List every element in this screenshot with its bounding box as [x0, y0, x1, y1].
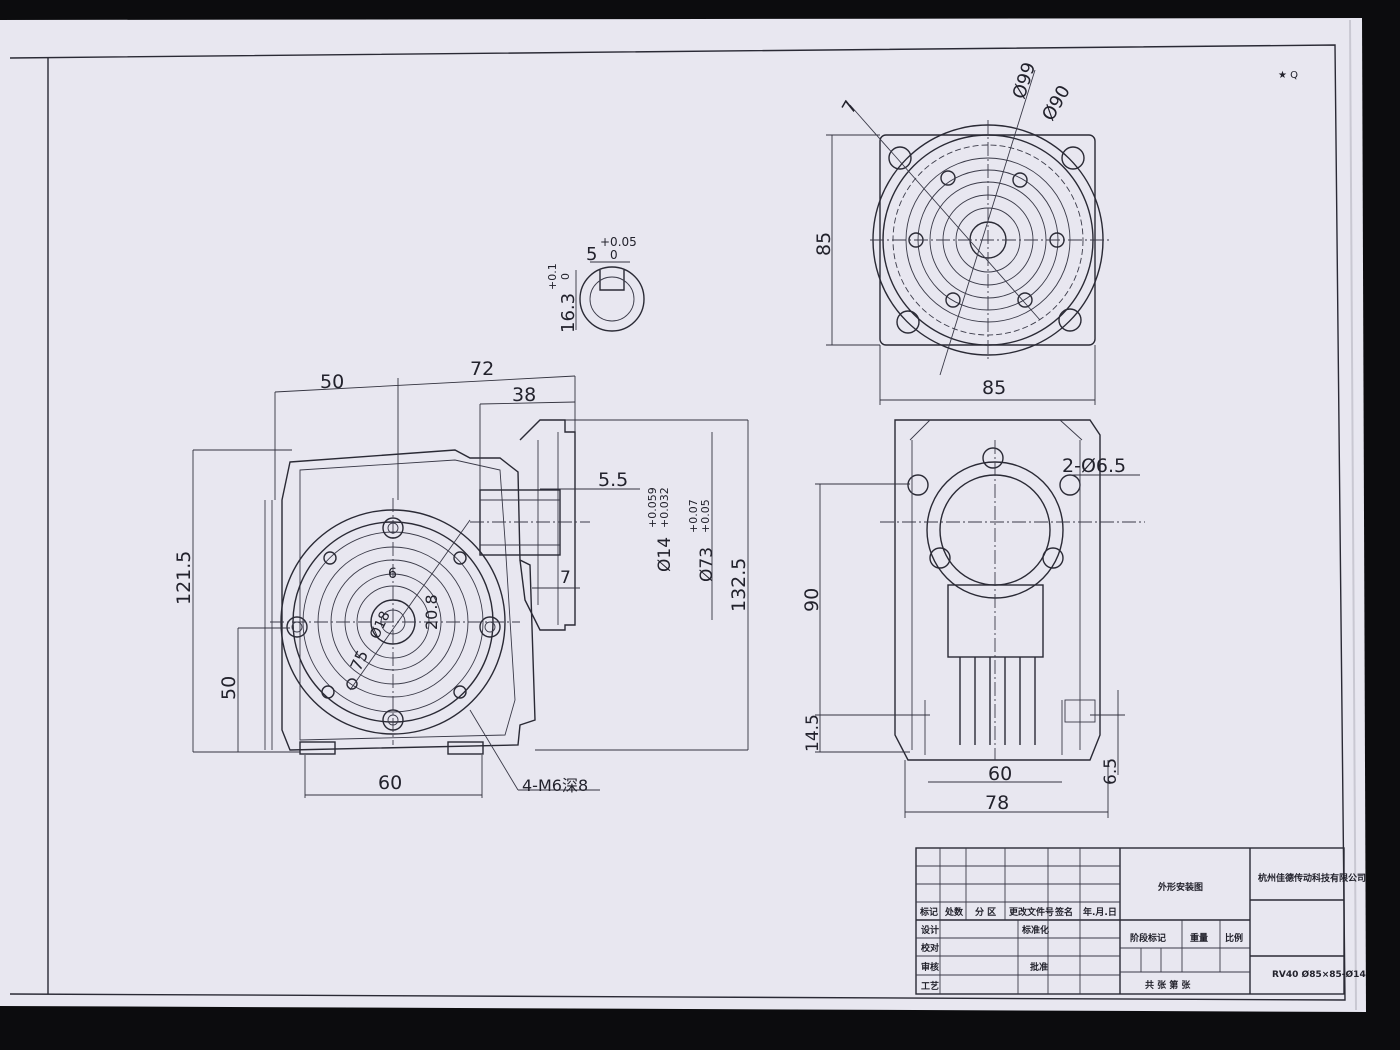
dim-20-8: 20.8 [422, 594, 441, 630]
title-sign-col: 签名 [1054, 906, 1073, 918]
flange-85-v: 85 [813, 232, 835, 256]
title-stage: 阶段标记 [1130, 932, 1166, 944]
side-14-5: 14.5 [803, 714, 823, 752]
side-90: 90 [801, 588, 823, 612]
title-model: RV40 Ø85×85-Ø14 [1272, 969, 1366, 980]
title-review: 审核 [921, 961, 939, 973]
title-process: 工艺 [921, 980, 939, 992]
title-check: 校对 [921, 942, 939, 954]
dim-50-left: 50 [218, 676, 240, 700]
dim-7-side: 7 [560, 568, 571, 588]
title-weight: 重量 [1190, 932, 1208, 944]
paper-sheet [0, 18, 1366, 1012]
title-sheets: 共 张 第 张 [1145, 979, 1191, 991]
front-view [264, 419, 590, 791]
side-view: 2-Ø6.5 90 14.5 6.5 60 78 [801, 419, 1145, 818]
dim-73-tol-up: +0.07 [687, 499, 700, 533]
title-approve: 批准 [1030, 961, 1048, 973]
dim-6: 6 [388, 566, 397, 582]
dim-5-5: 5.5 [598, 469, 628, 491]
dim-14-tol-lo: +0.032 [658, 487, 671, 528]
dim-132-5: 132.5 [728, 558, 750, 612]
flange-85-h: 85 [982, 377, 1006, 399]
title-block: 外形安装图 杭州佳德传动科技有限公司 RV40 Ø85×85-Ø14 标记 处数… [915, 847, 1366, 995]
dim-60-bottom: 60 [378, 772, 402, 794]
key-5-tol-lo: 0 [610, 248, 618, 262]
dim-38: 38 [512, 384, 536, 406]
title-zone-col: 分 区 [975, 906, 996, 918]
side-60: 60 [988, 763, 1012, 785]
dim-14: Ø14 [655, 537, 675, 572]
side-78: 78 [985, 792, 1009, 814]
key-5-tol-up: +0.05 [600, 235, 637, 249]
keyway-detail: 5 +0.05 0 16.3 +0.1 0 [546, 235, 645, 333]
title-drawing-name: 外形安装图 [1157, 881, 1203, 893]
title-mark-col: 标记 [919, 906, 938, 918]
dim-50-top: 50 [320, 371, 344, 393]
title-design: 设计 [921, 924, 939, 936]
top-mark: ★ Q [1278, 70, 1298, 81]
side-2-65: 2-Ø6.5 [1062, 455, 1126, 477]
dim-121-5: 121.5 [173, 551, 195, 605]
title-count-col: 处数 [944, 906, 964, 918]
key-16-3-tol-up: +0.1 [546, 263, 559, 290]
title-company: 杭州佳德传动科技有限公司 [1258, 872, 1366, 884]
key-16-3: 16.3 [558, 293, 579, 333]
side-6-5: 6.5 [1101, 758, 1121, 785]
title-scale: 比例 [1225, 932, 1243, 944]
key-5: 5 [586, 244, 597, 265]
dim-14-tol-up: +0.059 [646, 487, 659, 528]
title-change-col: 更改文件号 [1009, 906, 1054, 918]
title-date-col: 年.月.日 [1083, 906, 1117, 918]
front-view-dimensions [192, 375, 749, 798]
dim-73: Ø73 [697, 547, 717, 582]
drawing-frame [9, 44, 1346, 1001]
dim-73-tol-lo: +0.05 [699, 499, 712, 533]
dim-m6: 4-M6深8 [522, 776, 588, 795]
dim-72: 72 [470, 358, 494, 380]
key-16-3-tol-lo: 0 [559, 273, 572, 280]
title-standard: 标准化 [1021, 924, 1049, 936]
